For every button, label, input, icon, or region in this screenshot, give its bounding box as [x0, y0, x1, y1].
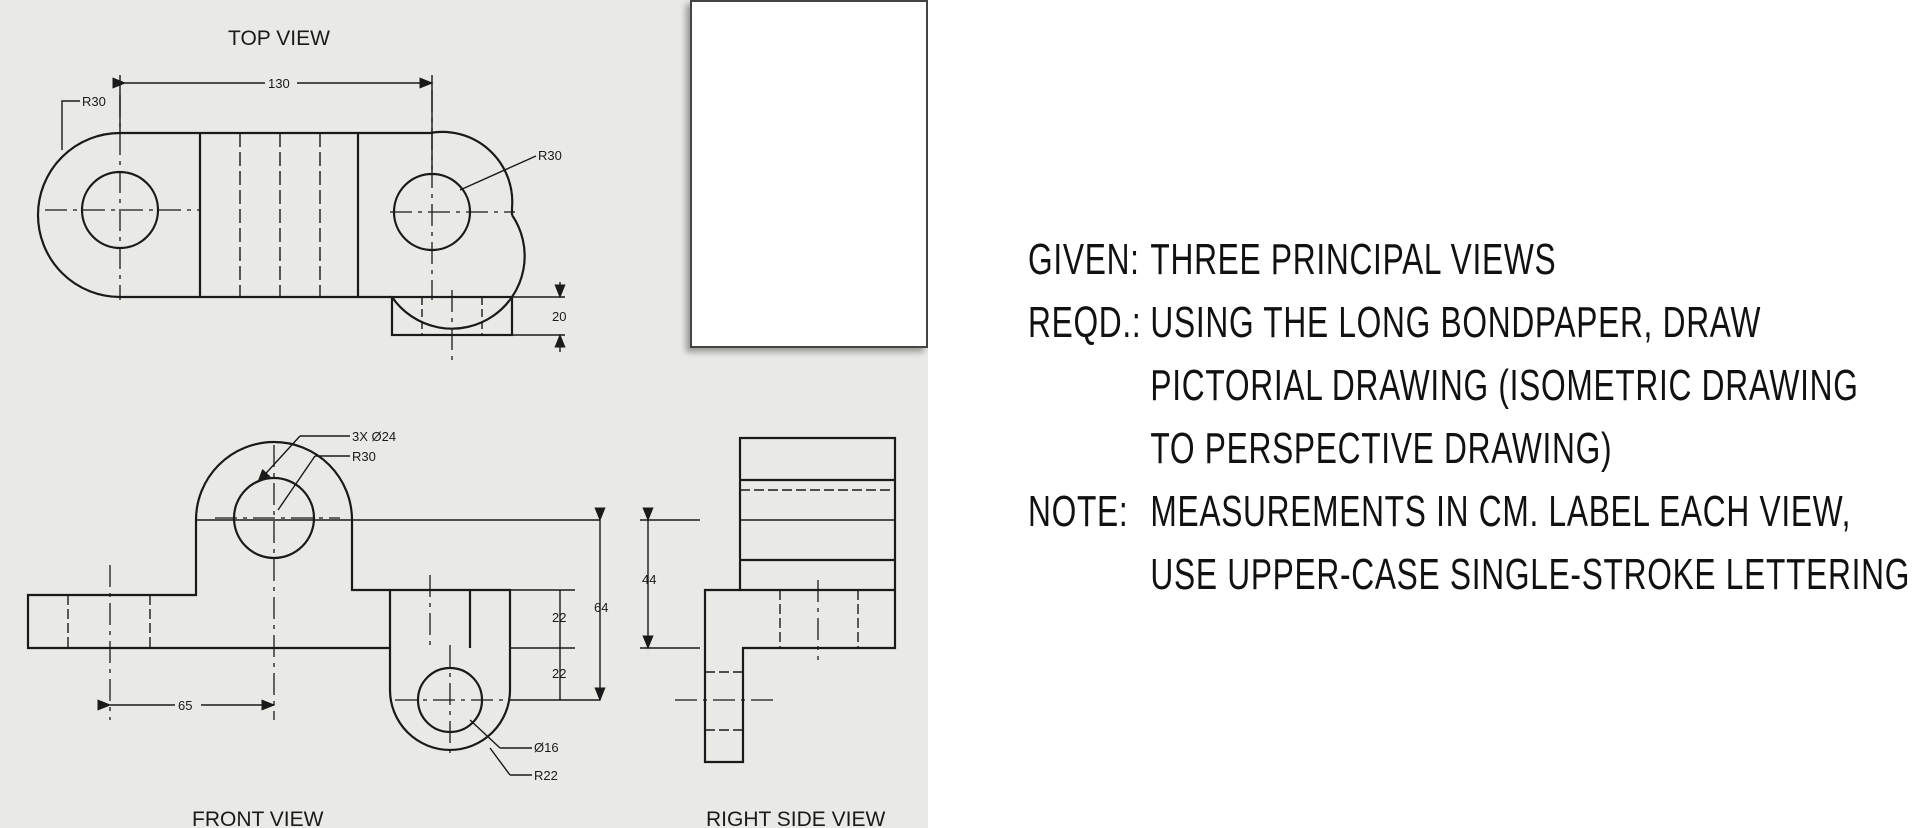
reqd-line-1: USING THE LONG BONDPAPER, DRAW	[1150, 298, 1762, 347]
top-left-radius-dim: R30	[82, 94, 106, 109]
front-view: FRONT VIEW 3X Ø24 R30	[26, 429, 700, 828]
front-65-dim: 65	[178, 698, 192, 713]
top-right-radius-dim: R30	[538, 148, 562, 163]
given-text: THREE PRINCIPAL VIEWS	[1150, 235, 1557, 284]
top-view-outline	[36, 130, 514, 299]
right-side-view-title: RIGHT SIDE VIEW	[706, 808, 885, 828]
instruction-block: GIVEN: THREE PRINCIPAL VIEWS REQD.: USIN…	[1028, 228, 1910, 606]
right-side-outline	[703, 436, 897, 764]
top-boss-dim: 20	[552, 309, 566, 324]
given-key: GIVEN:	[1028, 235, 1140, 284]
front-22b-dim: 22	[552, 666, 566, 681]
reqd-row-3: TO PERSPECTIVE DRAWING)	[1028, 417, 1910, 480]
note-line-1: MEASUREMENTS IN CM. LABEL EACH VIEW,	[1150, 487, 1852, 536]
front-view-outline	[26, 440, 512, 752]
note-key: NOTE:	[1028, 487, 1129, 536]
front-radius-dim: R30	[352, 449, 376, 464]
reqd-line-2: PICTORIAL DRAWING (ISOMETRIC DRAWING	[1150, 361, 1859, 410]
drawing-sheet: TOP VIEW 130	[0, 0, 928, 828]
note-row: NOTE: MEASUREMENTS IN CM. LABEL EACH VIE…	[1028, 480, 1910, 543]
front-holes-dim: 3X Ø24	[352, 429, 396, 444]
reqd-row: REQD.: USING THE LONG BONDPAPER, DRAW	[1028, 291, 1910, 354]
blank-paper-overlay	[690, 0, 928, 348]
orthographic-drawing: TOP VIEW 130	[26, 27, 897, 828]
top-view-title: TOP VIEW	[228, 27, 330, 50]
reqd-line-3: TO PERSPECTIVE DRAWING)	[1150, 424, 1613, 473]
front-view-title: FRONT VIEW	[192, 808, 324, 828]
note-row-2: USE UPPER-CASE SINGLE-STROKE LETTERING	[1028, 543, 1910, 606]
top-width-dim: 130	[268, 76, 290, 91]
reqd-key: REQD.:	[1028, 298, 1142, 347]
front-44-dim: 44	[642, 572, 656, 587]
top-view: TOP VIEW 130	[36, 27, 566, 360]
front-64-dim: 64	[594, 600, 608, 615]
front-hole-dia-dim: Ø16	[534, 740, 559, 755]
reqd-row-2: PICTORIAL DRAWING (ISOMETRIC DRAWING	[1028, 354, 1910, 417]
front-r22-dim: R22	[534, 768, 558, 783]
note-line-2: USE UPPER-CASE SINGLE-STROKE LETTERING	[1150, 550, 1911, 599]
front-22a-dim: 22	[552, 610, 566, 625]
given-row: GIVEN: THREE PRINCIPAL VIEWS	[1028, 228, 1910, 291]
right-side-view: RIGHT SIDE VIEW	[675, 436, 897, 828]
